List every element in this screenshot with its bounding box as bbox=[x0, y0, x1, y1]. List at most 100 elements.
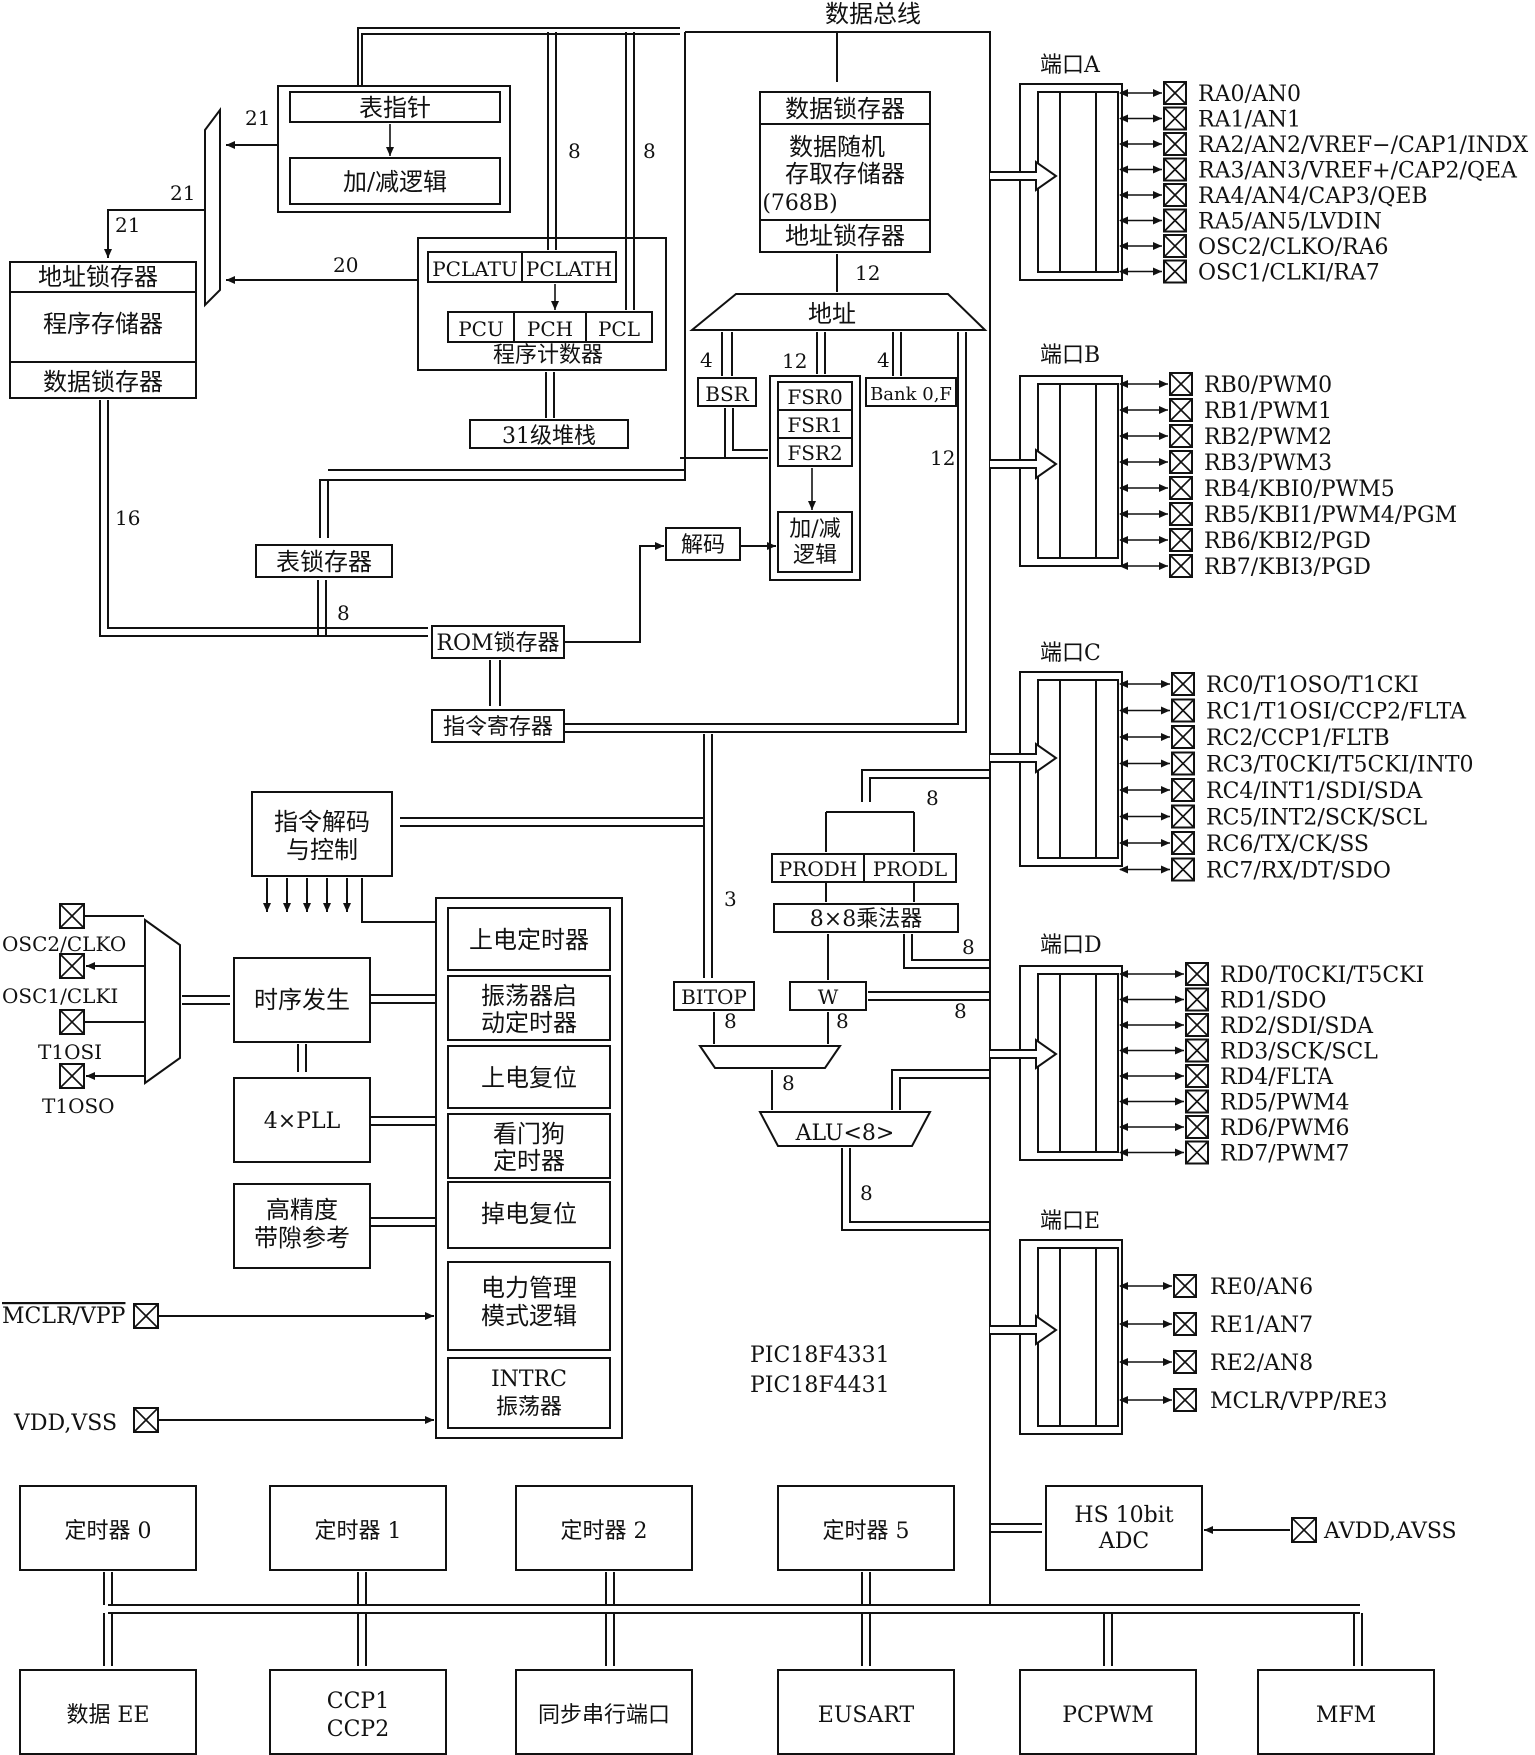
port-block: 端口BRB0/PWM0RB1/PWM1RB2/PWM2RB3/PWM3RB4/K… bbox=[990, 343, 1457, 580]
port-label: 端口D bbox=[1040, 933, 1102, 958]
peripheral-label: MFM bbox=[1316, 1703, 1376, 1728]
port-pin-icon bbox=[1171, 831, 1195, 855]
bus-width-8h: 8 bbox=[836, 1009, 849, 1033]
port-pin-label: RE0/AN6 bbox=[1210, 1275, 1313, 1300]
adc-l1: HS 10bit bbox=[1074, 1503, 1173, 1528]
port-pin-icon bbox=[1185, 1013, 1209, 1037]
fsr2-box bbox=[777, 437, 853, 467]
port-pin-label: RD3/SCK/SCL bbox=[1220, 1040, 1378, 1065]
vdd-label: VDD,VSS bbox=[13, 1411, 117, 1436]
port-pin-label: RD5/PWM4 bbox=[1220, 1091, 1350, 1116]
port-pin-icon bbox=[1169, 372, 1193, 396]
bus-to-table-latch bbox=[319, 469, 686, 538]
port-pin-icon bbox=[1169, 554, 1193, 578]
bus-width-8c: 8 bbox=[337, 601, 350, 625]
port-pin-label: RD0/T0CKI/T5CKI bbox=[1220, 963, 1424, 988]
instruction-register-label: 指令寄存器 bbox=[443, 715, 553, 740]
port-pin-label: RA0/AN0 bbox=[1198, 82, 1301, 107]
port-pin-label: RB7/KBI3/PGD bbox=[1204, 555, 1371, 580]
pm-to-rom bbox=[99, 400, 428, 637]
port-pin-label: RC6/TX/CK/SS bbox=[1206, 832, 1369, 857]
port-pin-icon bbox=[1163, 132, 1187, 156]
port-pin-icon bbox=[1169, 476, 1193, 500]
port-latch bbox=[1037, 91, 1119, 273]
bandgap-l2: 带隙参考 bbox=[254, 1224, 350, 1252]
mclr-label: MCLR/VPP bbox=[2, 1304, 126, 1329]
ir-to-decode bbox=[400, 817, 704, 827]
fsr1-box bbox=[777, 409, 853, 439]
bus-width-21b: 21 bbox=[170, 181, 195, 205]
pclath-box bbox=[521, 251, 617, 283]
port-pin-label: RB0/PWM0 bbox=[1204, 373, 1332, 398]
vdd-pin-icon bbox=[133, 1407, 159, 1433]
peripheral-label: 定时器 2 bbox=[561, 1519, 648, 1544]
peripheral-block bbox=[777, 1669, 955, 1755]
fsr1-label: FSR1 bbox=[787, 413, 842, 437]
port-label: 端口A bbox=[1040, 53, 1101, 78]
port-pin-label: RD1/SDO bbox=[1220, 989, 1326, 1014]
bus-width-4a: 4 bbox=[700, 348, 713, 372]
table-latch-rom bbox=[317, 580, 327, 636]
port-pin-icon bbox=[1173, 1274, 1197, 1298]
port-label: 端口C bbox=[1040, 641, 1101, 666]
address-mux-shape bbox=[689, 293, 988, 331]
bitop-label: BITOP bbox=[681, 985, 747, 1009]
pcl-box bbox=[585, 311, 653, 343]
port-pin-icon bbox=[1171, 804, 1195, 829]
pclatu-box bbox=[427, 251, 523, 283]
bus-width-12c: 12 bbox=[930, 446, 955, 470]
bank-label: Bank 0,F bbox=[870, 384, 952, 405]
peripheral-bus-link bbox=[103, 1572, 113, 1605]
fsr2-label: FSR2 bbox=[787, 441, 842, 465]
osc-pin-icon bbox=[59, 1063, 85, 1089]
osc-pin-icon bbox=[59, 903, 85, 929]
intrc-l2: 振荡器 bbox=[496, 1395, 562, 1420]
data-bus-label: 数据总线 bbox=[825, 0, 921, 28]
bus-width-12a: 12 bbox=[855, 261, 880, 285]
rom-to-ir bbox=[489, 660, 501, 706]
port-pin-icon bbox=[1171, 725, 1195, 749]
port-block: 端口ARA0/AN0RA1/AN1RA2/AN2/VREF−/CAP1/INDX… bbox=[990, 53, 1529, 286]
port-pin-icon bbox=[1163, 106, 1187, 131]
ir-to-bitop bbox=[703, 734, 713, 978]
port-pin-label: RC2/CCP1/FLTB bbox=[1206, 726, 1390, 751]
peripheral-bus-link bbox=[861, 1613, 871, 1666]
port-pin-label: RB3/PWM3 bbox=[1204, 451, 1332, 476]
power-block bbox=[447, 1181, 611, 1249]
port-pin-icon bbox=[1185, 987, 1209, 1012]
w-reg-box bbox=[789, 981, 867, 1011]
port-pin-label: RA1/AN1 bbox=[1198, 108, 1301, 133]
bus-width-20: 20 bbox=[333, 253, 358, 277]
port-pin-label: RD2/SDI/SDA bbox=[1220, 1014, 1374, 1039]
port-pin-label: RC1/T1OSI/CCP2/FLTA bbox=[1206, 700, 1467, 725]
bus-to-bsr bbox=[724, 408, 768, 459]
alu-label: ALU<8> bbox=[795, 1121, 895, 1146]
power-block-label: 振荡器启 bbox=[481, 982, 577, 1010]
port-latch bbox=[1037, 679, 1119, 859]
instr-decode-l2: 与控制 bbox=[286, 836, 358, 864]
bus-width-12b: 12 bbox=[782, 349, 807, 373]
power-block bbox=[447, 975, 611, 1041]
ram-addr-latch: 地址锁存器 bbox=[785, 222, 905, 250]
prod-split bbox=[825, 811, 915, 852]
peripheral-label: 定时器 0 bbox=[65, 1519, 152, 1544]
port-pin-icon bbox=[1163, 208, 1187, 233]
port-pin-label: RC5/INT2/SCK/SCL bbox=[1206, 806, 1427, 831]
pll-box bbox=[233, 1077, 371, 1163]
port-pin-label: RA4/AN4/CAP3/QEB bbox=[1198, 184, 1428, 209]
port-pin-icon bbox=[1163, 234, 1187, 258]
port-pin-label: RC4/INT1/SDI/SDA bbox=[1206, 779, 1423, 804]
peripheral-label: EUSART bbox=[818, 1703, 915, 1728]
table-add-sub-box bbox=[289, 157, 501, 205]
peripheral-bus-link bbox=[357, 1572, 367, 1605]
port-pin-label: RA3/AN3/VREF+/CAP2/QEA bbox=[1198, 159, 1518, 184]
port-pin-label: RD4/FLTA bbox=[1220, 1065, 1334, 1090]
bus-width-4b: 4 bbox=[877, 348, 890, 372]
multiplier-label: 8×8乘法器 bbox=[810, 907, 922, 932]
power-mgmt-box bbox=[447, 1261, 611, 1351]
port-latch bbox=[1037, 1247, 1119, 1427]
chip-name-2: PIC18F4431 bbox=[750, 1373, 890, 1398]
